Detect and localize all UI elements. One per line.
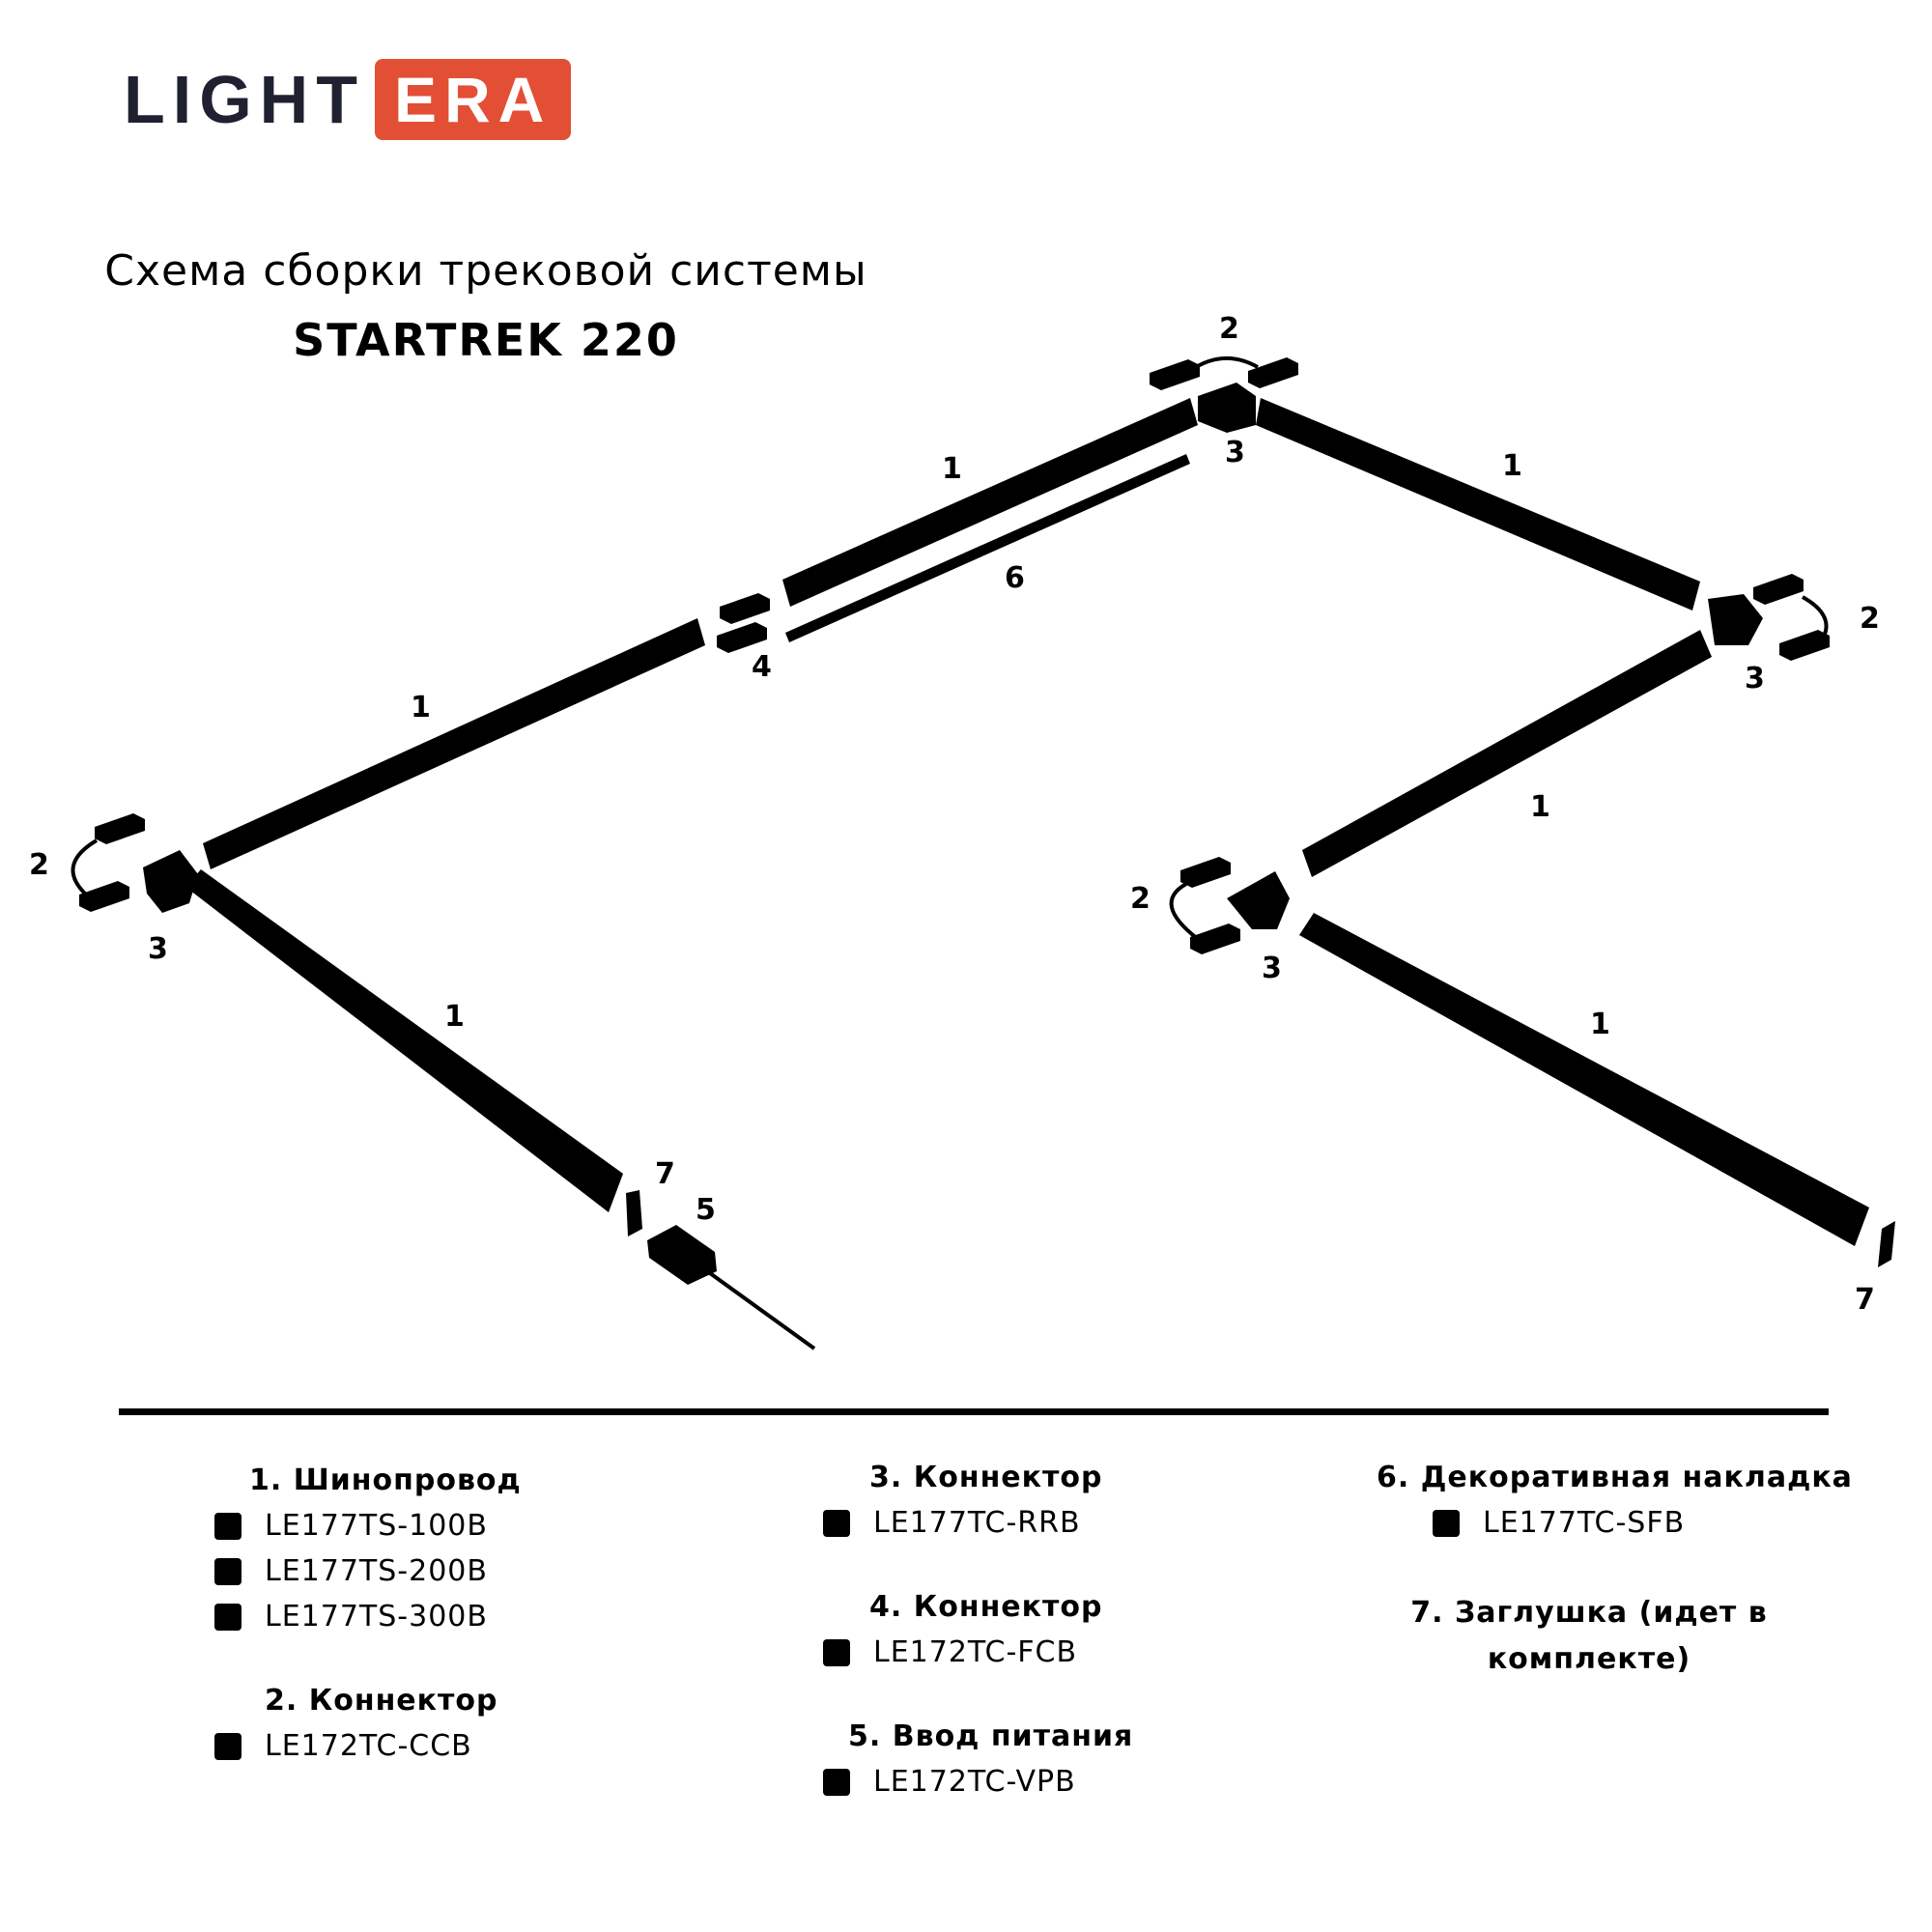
logo-text-era: ERA — [393, 64, 553, 135]
legend-heading-7: 7. Заглушка (идет в комплекте) — [1410, 1596, 1768, 1676]
legend-group-4: 4. Коннектор LE172TC-FCB — [823, 1590, 1133, 1669]
label-1-top-left: 1 — [411, 691, 431, 724]
flex-connector-left — [71, 813, 145, 912]
label-5: 5 — [696, 1193, 716, 1227]
legend-code: LE177TC-RRB — [873, 1506, 1081, 1540]
label-1-top-right: 1 — [1502, 449, 1522, 483]
legend-heading-6: 6. Декоративная накладка — [1377, 1461, 1853, 1494]
track-rail-top-left — [203, 618, 705, 869]
legend-code: LE172TC-VPB — [873, 1765, 1076, 1799]
legend-code: LE177TS-200B — [265, 1554, 488, 1588]
flex-connector-right — [1753, 574, 1830, 661]
corner-connector-right — [1708, 594, 1763, 645]
legend-heading-4: 4. Коннектор — [869, 1590, 1103, 1624]
end-cap-left — [626, 1190, 642, 1236]
label-4: 4 — [752, 650, 772, 684]
legend-code: LE177TC-SFB — [1483, 1506, 1686, 1540]
label-7-right: 7 — [1855, 1283, 1875, 1317]
legend-group-6: 6. Декоративная накладка LE177TC-SFB — [1377, 1461, 1853, 1540]
legend-group-5: 5. Ввод питания LE172TC-VPB — [823, 1719, 1133, 1799]
corner-connector-top — [1198, 383, 1256, 433]
legend-column-2: 3. Коннектор LE177TC-RRB 4. Коннектор LE… — [823, 1461, 1133, 1849]
end-cap-right — [1878, 1221, 1895, 1267]
legend-heading-5: 5. Ввод питания — [848, 1719, 1134, 1753]
legend-heading-3: 3. Коннектор — [869, 1461, 1103, 1494]
diagram-subtitle: STARTREK 220 — [293, 314, 679, 366]
label-2-right: 2 — [1860, 602, 1880, 636]
brand-logo: LIGHT ERA — [124, 58, 572, 141]
legend-swatch — [823, 1638, 850, 1666]
logo-text-light: LIGHT — [124, 62, 365, 137]
legend-item: LE172TC-CCB — [214, 1729, 522, 1763]
legend-group-3: 3. Коннектор LE177TC-RRB — [823, 1461, 1133, 1540]
track-rail-bottom-left — [185, 869, 623, 1212]
legend-swatch — [1433, 1509, 1460, 1537]
label-3-top: 3 — [1225, 436, 1245, 469]
track-rail-top-right — [1256, 398, 1700, 611]
diagram-title: Схема сборки трековой системы — [104, 246, 867, 296]
track-rail-right-diagonal — [1302, 630, 1712, 877]
track-rail-top-middle — [782, 398, 1198, 607]
power-feed — [647, 1225, 816, 1350]
legend-group-1: 1. Шинопровод LE177TS-100B LE177TS-200B … — [214, 1463, 522, 1634]
legend-item: LE177TC-RRB — [823, 1506, 1133, 1540]
legend-swatch — [823, 1509, 850, 1537]
legend-item: LE177TC-SFB — [1433, 1506, 1853, 1540]
legend-item: LE177TS-100B — [214, 1509, 522, 1543]
legend-item: LE172TC-VPB — [823, 1765, 1133, 1799]
corner-connector-left — [143, 850, 198, 913]
legend-divider — [119, 1408, 1829, 1415]
label-1-bottom-right: 1 — [1590, 1008, 1610, 1041]
legend-code: LE177TS-100B — [265, 1509, 488, 1543]
label-1-right-diagonal: 1 — [1530, 790, 1550, 824]
legend-code: LE177TS-300B — [265, 1600, 488, 1634]
label-1-bottom-left: 1 — [444, 1000, 465, 1034]
decorative-cover-strip — [785, 454, 1190, 642]
legend-group-2: 2. Коннектор LE172TC-CCB — [214, 1684, 522, 1763]
label-2-left: 2 — [29, 848, 49, 882]
legend-swatch — [823, 1768, 850, 1796]
legend-swatch — [214, 1557, 242, 1585]
corner-connector-middle — [1227, 871, 1290, 929]
label-1-top-middle: 1 — [942, 452, 962, 486]
legend-item: LE177TS-300B — [214, 1600, 522, 1634]
label-3-middle: 3 — [1262, 952, 1282, 985]
assembly-diagram: 2 3 1 1 6 4 2 3 1 1 2 2 3 3 1 1 7 5 7 — [29, 312, 1895, 1350]
label-6: 6 — [1005, 561, 1025, 595]
label-2-middle: 2 — [1130, 882, 1151, 916]
legend-heading-2: 2. Коннектор — [265, 1684, 498, 1718]
legend-swatch — [214, 1732, 242, 1760]
logo-era-badge: ERA — [374, 59, 572, 140]
legend-swatch — [214, 1512, 242, 1540]
label-2-top: 2 — [1219, 312, 1239, 346]
flex-connector-top — [1150, 355, 1298, 390]
flex-connector-middle — [1169, 857, 1240, 954]
straight-connector — [717, 593, 770, 653]
legend-item: LE172TC-FCB — [823, 1635, 1133, 1669]
legend-item: LE177TS-200B — [214, 1554, 522, 1588]
legend-code: LE172TC-FCB — [873, 1635, 1078, 1669]
label-3-left: 3 — [148, 932, 168, 966]
label-3-right: 3 — [1745, 662, 1765, 696]
legend-group-7: 7. Заглушка (идет в комплекте) — [1377, 1590, 1853, 1683]
label-7-left: 7 — [655, 1157, 675, 1191]
legend-column-1: 1. Шинопровод LE177TS-100B LE177TS-200B … — [214, 1463, 522, 1813]
legend-swatch — [214, 1603, 242, 1631]
legend-heading-1: 1. Шинопровод — [249, 1463, 522, 1497]
track-rail-bottom-right — [1299, 913, 1869, 1246]
legend-code: LE172TC-CCB — [265, 1729, 472, 1763]
legend-column-3: 6. Декоративная накладка LE177TC-SFB 7. … — [1377, 1461, 1853, 1733]
